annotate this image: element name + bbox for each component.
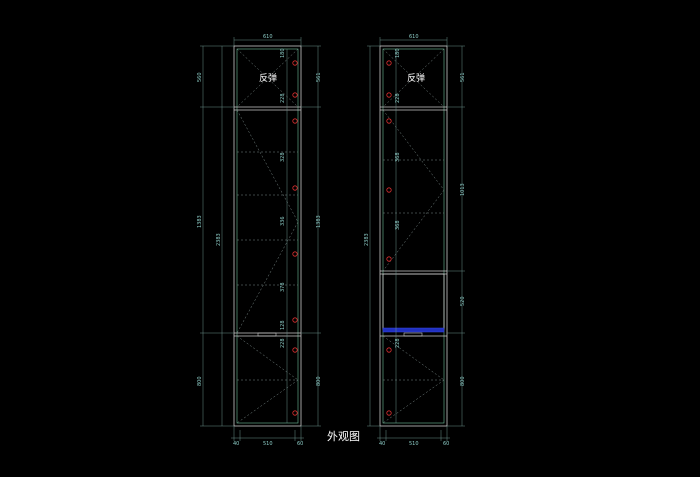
hinge-icon xyxy=(386,92,392,98)
hinge-spacing: 228 xyxy=(395,338,401,348)
bottom-dim: 510 xyxy=(263,441,273,447)
hinge-icon xyxy=(292,410,298,416)
drawing-caption: 外观图 xyxy=(327,430,360,443)
hinge-spacing: 368 xyxy=(395,152,401,162)
shelf-highlight xyxy=(382,327,445,333)
right-dim: 520 xyxy=(460,296,466,306)
bottom-dim: 40 xyxy=(233,441,239,447)
left-total-dim: 2383 xyxy=(216,233,222,246)
hinge-icon xyxy=(292,317,298,323)
hinge-icon xyxy=(386,60,392,66)
hinge-icon xyxy=(292,347,298,353)
left-dim: 800 xyxy=(197,376,203,386)
hinge-spacing: 228 xyxy=(395,93,401,103)
right-cabinet-frame xyxy=(379,45,448,427)
right-dim: 1013 xyxy=(460,183,466,196)
right-handle xyxy=(403,332,423,337)
hinge-icon xyxy=(292,92,298,98)
hinge-spacing: 128 xyxy=(280,320,286,330)
right-dim: 561 xyxy=(316,72,322,82)
hinge-icon xyxy=(386,187,392,193)
left-dim: 560 xyxy=(197,72,203,82)
left-handle xyxy=(257,332,277,337)
hinge-icon xyxy=(386,347,392,353)
hinge-icon xyxy=(386,410,392,416)
left-top-width: 610 xyxy=(263,34,273,40)
hinge-spacing: 228 xyxy=(280,93,286,103)
right-cabinet-elevation: 610 xyxy=(364,34,466,447)
right-door-label: 反弹 xyxy=(407,72,425,84)
hinge-spacing: 328 xyxy=(280,152,286,162)
hinge-spacing: 180 xyxy=(395,48,401,58)
left-dim: 1383 xyxy=(197,215,203,228)
hinge-icon xyxy=(292,185,298,191)
hinge-icon xyxy=(292,60,298,66)
hinge-spacing: 228 xyxy=(280,338,286,348)
hinge-spacing: 180 xyxy=(280,48,286,58)
right-top-width: 610 xyxy=(409,34,419,40)
bottom-dim: 510 xyxy=(409,441,419,447)
hinge-spacing: 368 xyxy=(395,220,401,230)
right-dim: 800 xyxy=(316,376,322,386)
right-dim: 561 xyxy=(460,72,466,82)
left-cabinet-elevation: 610 180 xyxy=(197,34,322,447)
right-dim: 800 xyxy=(460,376,466,386)
hinge-icon xyxy=(292,251,298,257)
hinge-icon xyxy=(386,256,392,262)
hinge-icon xyxy=(386,118,392,124)
left-total-dim: 2383 xyxy=(364,233,370,246)
hinge-icon xyxy=(292,118,298,124)
right-dim: 1383 xyxy=(316,215,322,228)
bottom-dim: 40 xyxy=(379,441,385,447)
hinge-spacing: 336 xyxy=(280,216,286,226)
bottom-dim: 60 xyxy=(297,441,303,447)
hinge-spacing: 378 xyxy=(280,282,286,292)
left-door-label: 反弹 xyxy=(259,72,277,84)
left-cabinet-frame xyxy=(233,45,302,427)
bottom-dim: 60 xyxy=(443,441,449,447)
open-niche xyxy=(382,273,445,330)
